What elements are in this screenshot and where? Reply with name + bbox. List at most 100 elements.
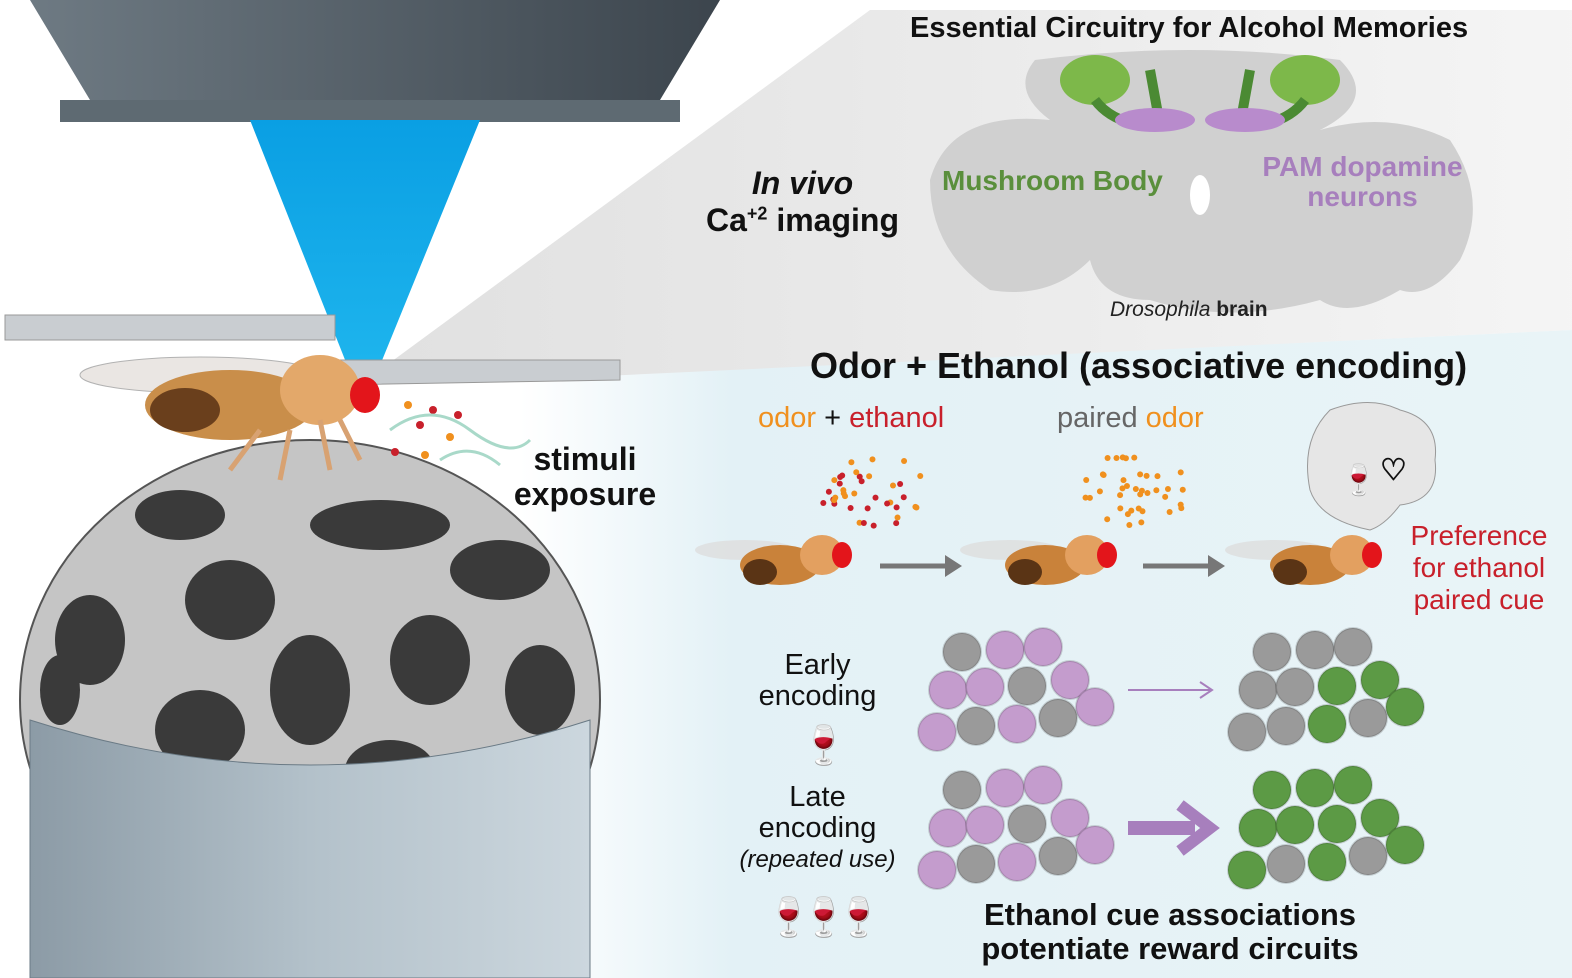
odor-dot: [893, 520, 900, 527]
neuron-node-green: [1385, 825, 1425, 865]
neuron-node-gray: [1333, 627, 1373, 667]
neuron-node-purple: [965, 805, 1005, 845]
top-title: Essential Circuitry for Alcohol Memories: [910, 12, 1469, 44]
neuron-node-gray: [1038, 698, 1078, 738]
late-line1: Late: [789, 781, 846, 813]
odor-dot: [1153, 487, 1160, 494]
odor-dot: [1086, 494, 1093, 501]
in-vivo-text: In vivo: [751, 165, 854, 201]
fly-illustration: [79, 355, 380, 481]
neuron-node-gray: [1007, 804, 1047, 844]
heart-icon: ♡: [1380, 454, 1407, 487]
odor-dot: [860, 520, 867, 527]
odor-dot: [864, 505, 871, 512]
neuron-node-gray: [942, 770, 982, 810]
stage-plate: [4, 314, 336, 341]
odor-dot: [1099, 471, 1106, 478]
odor-dot: [1120, 477, 1127, 484]
neuron-node-green: [1385, 687, 1425, 727]
neuron-node-purple: [1075, 825, 1115, 865]
odor-dot: [847, 505, 854, 512]
paired-text: paired: [1057, 402, 1146, 434]
neuron-node-green: [1360, 660, 1400, 700]
odor-dot: [825, 488, 832, 495]
pam-line1: PAM dopamine: [1262, 151, 1463, 182]
neuron-node-purple: [965, 667, 1005, 707]
odor-dot: [840, 490, 847, 497]
odor-dot: [836, 480, 843, 487]
odor-dot: [1154, 473, 1161, 480]
pam-line2: neurons: [1307, 181, 1418, 212]
odor-dot: [1117, 492, 1124, 499]
odor-dot: [1135, 505, 1142, 512]
ball-holder: [29, 719, 591, 978]
late-line2: encoding: [758, 812, 877, 844]
odor-dot: [1119, 485, 1126, 492]
wine-glass-icon: 🍷: [800, 895, 847, 939]
odor-dot: [858, 478, 865, 485]
conclusion-line1: Ethanol cue associations: [983, 897, 1357, 932]
neuron-node-green: [1307, 842, 1347, 882]
odor-dot: [1104, 455, 1111, 462]
odor-dot: [1144, 489, 1151, 496]
odor-dot: [856, 519, 863, 526]
odor-dot: [839, 472, 846, 479]
neuron-node-gray: [1238, 670, 1278, 710]
odor-dot: [1123, 483, 1130, 490]
neuron-node-gray: [1007, 666, 1047, 706]
odor-dot: [1177, 469, 1184, 476]
neuron-node-gray: [1038, 836, 1078, 876]
neuron-node-green: [1275, 805, 1315, 845]
odor-dot: [1143, 472, 1150, 479]
neuron-node-purple: [928, 808, 968, 848]
odor-dot: [856, 473, 863, 480]
neuron-node-purple: [928, 670, 968, 710]
plus-text: +: [816, 402, 850, 434]
odor-dot: [1128, 507, 1135, 514]
conclusion-line2: potentiate reward circuits: [981, 931, 1359, 966]
neuron-node-gray: [1227, 712, 1267, 752]
neuron-node-gray: [1348, 698, 1388, 738]
neuron-node-green: [1360, 798, 1400, 838]
odor-dot: [869, 456, 876, 463]
odor-dot: [1117, 505, 1124, 512]
odor-dot: [1096, 488, 1103, 495]
odor-dot: [870, 522, 877, 529]
odor-dot: [1131, 454, 1138, 461]
odor-dot: [1113, 454, 1120, 461]
thought-bubble: [1307, 402, 1437, 531]
neuron-node-gray: [942, 632, 982, 672]
odor-dot: [866, 473, 873, 480]
neuron-node-green: [1227, 850, 1267, 890]
odor-dot: [1082, 494, 1089, 501]
neuron-node-gray: [1266, 844, 1306, 884]
odor-dot: [1166, 508, 1173, 515]
odor-dot: [901, 457, 908, 464]
odor-dot: [1138, 519, 1145, 526]
caption-brain: brain: [1210, 298, 1268, 321]
imaging-text: imaging: [767, 202, 899, 238]
ca-text: Ca: [706, 202, 747, 238]
imaging-label: In vivo Ca+2 imaging: [700, 165, 905, 239]
odor-dot: [1179, 486, 1186, 493]
odor-dot: [913, 504, 920, 511]
odor-dot: [848, 459, 855, 466]
odor-dot: [1162, 493, 1169, 500]
odor-dot: [872, 494, 879, 501]
light-beam-icon: [250, 120, 480, 385]
preference-line3: paired cue: [1413, 584, 1545, 615]
arrow-icon: [945, 555, 962, 577]
neuron-node-green: [1307, 704, 1347, 744]
stimuli-line2: exposure: [513, 476, 657, 512]
neuron-node-green: [1295, 768, 1335, 808]
preference-line2: for ethanol: [1412, 552, 1546, 583]
odor-dot: [1164, 486, 1171, 493]
stimuli-dots: [389, 401, 532, 467]
neuron-node-gray: [956, 844, 996, 884]
odor-dot: [851, 490, 858, 497]
brain-caption: Drosophila brain: [1110, 298, 1268, 322]
